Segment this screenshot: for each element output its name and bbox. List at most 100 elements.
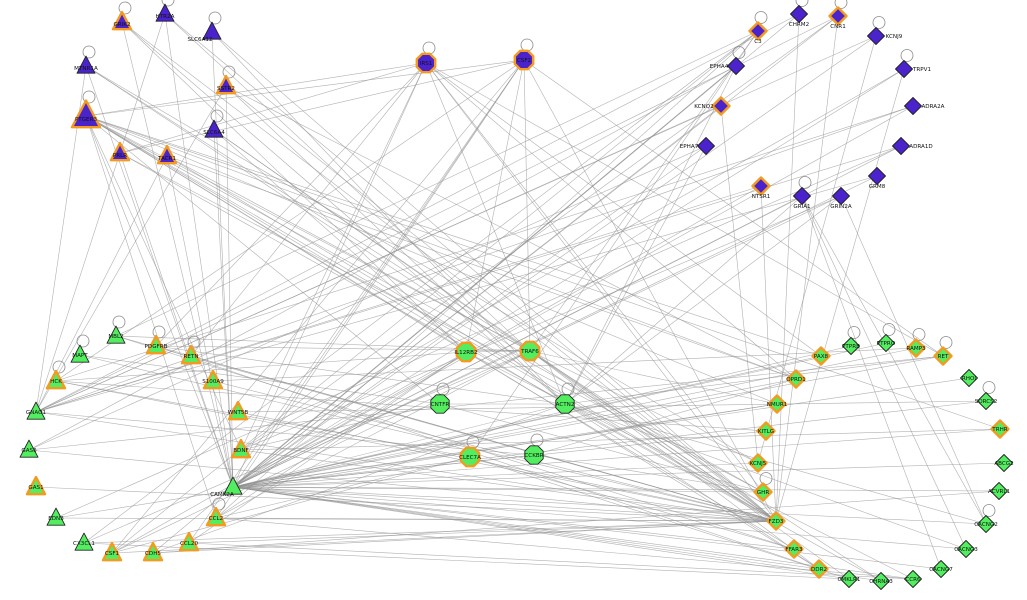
triangle-node-shape[interactable]: [205, 506, 227, 527]
graph-node-kcnj5[interactable]: [748, 453, 768, 473]
graph-node-trpv1[interactable]: [895, 60, 913, 78]
diamond-node-shape[interactable]: [828, 6, 848, 26]
graph-node-oprd1[interactable]: [786, 369, 806, 389]
octagon-node-shape[interactable]: [513, 49, 535, 71]
graph-node-epha7[interactable]: [697, 137, 715, 155]
triangle-node-shape[interactable]: [19, 439, 39, 458]
graph-node-adra1d[interactable]: [892, 137, 910, 155]
graph-node-trhr[interactable]: [990, 419, 1010, 439]
diamond-node-shape[interactable]: [906, 338, 926, 358]
diamond-node-shape[interactable]: [960, 369, 978, 387]
graph-node-kcnj9[interactable]: [867, 27, 885, 45]
diamond-node-shape[interactable]: [877, 334, 895, 352]
graph-node-kitlg[interactable]: [756, 421, 776, 441]
graph-node-csf1[interactable]: [101, 541, 123, 562]
graph-node-irs1[interactable]: [415, 52, 437, 74]
octagon-node-shape[interactable]: [519, 340, 541, 362]
triangle-node-shape[interactable]: [202, 21, 222, 40]
triangle-node-shape[interactable]: [70, 344, 90, 363]
diamond-node-shape[interactable]: [990, 482, 1008, 500]
diamond-node-shape[interactable]: [809, 559, 829, 579]
graph-node-cmklr1[interactable]: [840, 570, 858, 588]
triangle-node-shape[interactable]: [180, 344, 202, 365]
triangle-node-shape[interactable]: [204, 119, 224, 138]
graph-node-retn[interactable]: [180, 344, 202, 365]
triangle-node-shape[interactable]: [25, 475, 47, 496]
graph-node-gria1[interactable]: [793, 187, 811, 205]
triangle-node-shape[interactable]: [76, 55, 96, 74]
graph-node-ccr6[interactable]: [904, 570, 922, 588]
graph-node-cacng2[interactable]: [977, 515, 995, 533]
graph-node-adra2a[interactable]: [904, 97, 922, 115]
graph-node-il12rb2[interactable]: [455, 341, 477, 363]
diamond-node-shape[interactable]: [786, 369, 806, 389]
graph-node-epha4[interactable]: [727, 57, 745, 75]
graph-node-ddr2[interactable]: [809, 559, 829, 579]
diamond-node-shape[interactable]: [904, 97, 922, 115]
octagon-node-shape[interactable]: [455, 341, 477, 363]
triangle-node-shape[interactable]: [155, 3, 175, 22]
diamond-node-shape[interactable]: [904, 570, 922, 588]
graph-node-tacr1[interactable]: [156, 144, 178, 165]
graph-node-gas6[interactable]: [19, 439, 39, 458]
graph-node-mapt[interactable]: [70, 344, 90, 363]
graph-node-ghr[interactable]: [753, 482, 773, 502]
diamond-node-shape[interactable]: [756, 421, 776, 441]
octagon-node-shape[interactable]: [555, 394, 575, 414]
triangle-node-shape[interactable]: [70, 99, 102, 129]
octagon-node-shape[interactable]: [415, 52, 437, 74]
triangle-node-shape[interactable]: [156, 144, 178, 165]
graph-node-ptpro[interactable]: [877, 334, 895, 352]
graph-node-slc6a12[interactable]: [202, 21, 222, 40]
graph-node-ptger3[interactable]: [70, 99, 102, 129]
graph-node-camk2a[interactable]: [223, 476, 243, 495]
graph-node-sstr2[interactable]: [215, 74, 237, 95]
graph-node-sorcs2[interactable]: [977, 392, 995, 410]
graph-node-traf6[interactable]: [519, 340, 541, 362]
diamond-node-shape[interactable]: [790, 5, 808, 23]
graph-node-ffar3[interactable]: [784, 539, 804, 559]
triangle-node-shape[interactable]: [178, 531, 200, 552]
graph-node-pdgfrb[interactable]: [145, 334, 167, 355]
graph-node-prlr[interactable]: [109, 141, 131, 162]
graph-node-clec7a[interactable]: [459, 446, 481, 468]
graph-node-ntsr1[interactable]: [751, 176, 771, 196]
triangle-node-shape[interactable]: [223, 476, 243, 495]
diamond-node-shape[interactable]: [748, 21, 768, 41]
triangle-node-shape[interactable]: [215, 74, 237, 95]
diamond-node-shape[interactable]: [872, 572, 890, 590]
diamond-node-shape[interactable]: [748, 453, 768, 473]
octagon-node-shape[interactable]: [459, 446, 481, 468]
graph-node-edn3[interactable]: [46, 507, 66, 526]
triangle-node-shape[interactable]: [45, 369, 67, 390]
graph-node-gnao1[interactable]: [26, 401, 46, 420]
diamond-node-shape[interactable]: [840, 570, 858, 588]
graph-node-rhoj[interactable]: [960, 369, 978, 387]
diamond-node-shape[interactable]: [753, 482, 773, 502]
graph-node-mtnr1a[interactable]: [76, 55, 96, 74]
triangle-node-shape[interactable]: [74, 532, 94, 551]
triangle-node-shape[interactable]: [230, 438, 252, 459]
graph-node-cntfr[interactable]: [430, 394, 450, 414]
diamond-node-shape[interactable]: [711, 96, 731, 116]
triangle-node-shape[interactable]: [142, 541, 164, 562]
diamond-node-shape[interactable]: [868, 167, 886, 185]
diamond-node-shape[interactable]: [751, 176, 771, 196]
diamond-node-shape[interactable]: [990, 419, 1010, 439]
triangle-node-shape[interactable]: [26, 401, 46, 420]
graph-node-cnr1[interactable]: [828, 6, 848, 26]
triangle-node-shape[interactable]: [106, 325, 126, 344]
diamond-node-shape[interactable]: [832, 187, 850, 205]
graph-node-ret[interactable]: [933, 346, 953, 366]
triangle-node-shape[interactable]: [227, 400, 249, 421]
diamond-node-shape[interactable]: [957, 540, 975, 558]
graph-node-grm8[interactable]: [868, 167, 886, 185]
graph-node-chrna3[interactable]: [872, 572, 890, 590]
diamond-node-shape[interactable]: [867, 27, 885, 45]
graph-node-kcnq2[interactable]: [711, 96, 731, 116]
diamond-node-shape[interactable]: [933, 346, 953, 366]
graph-node-ramp3[interactable]: [906, 338, 926, 358]
graph-node-gas1[interactable]: [25, 475, 47, 496]
diamond-node-shape[interactable]: [842, 337, 860, 355]
diamond-node-shape[interactable]: [977, 392, 995, 410]
